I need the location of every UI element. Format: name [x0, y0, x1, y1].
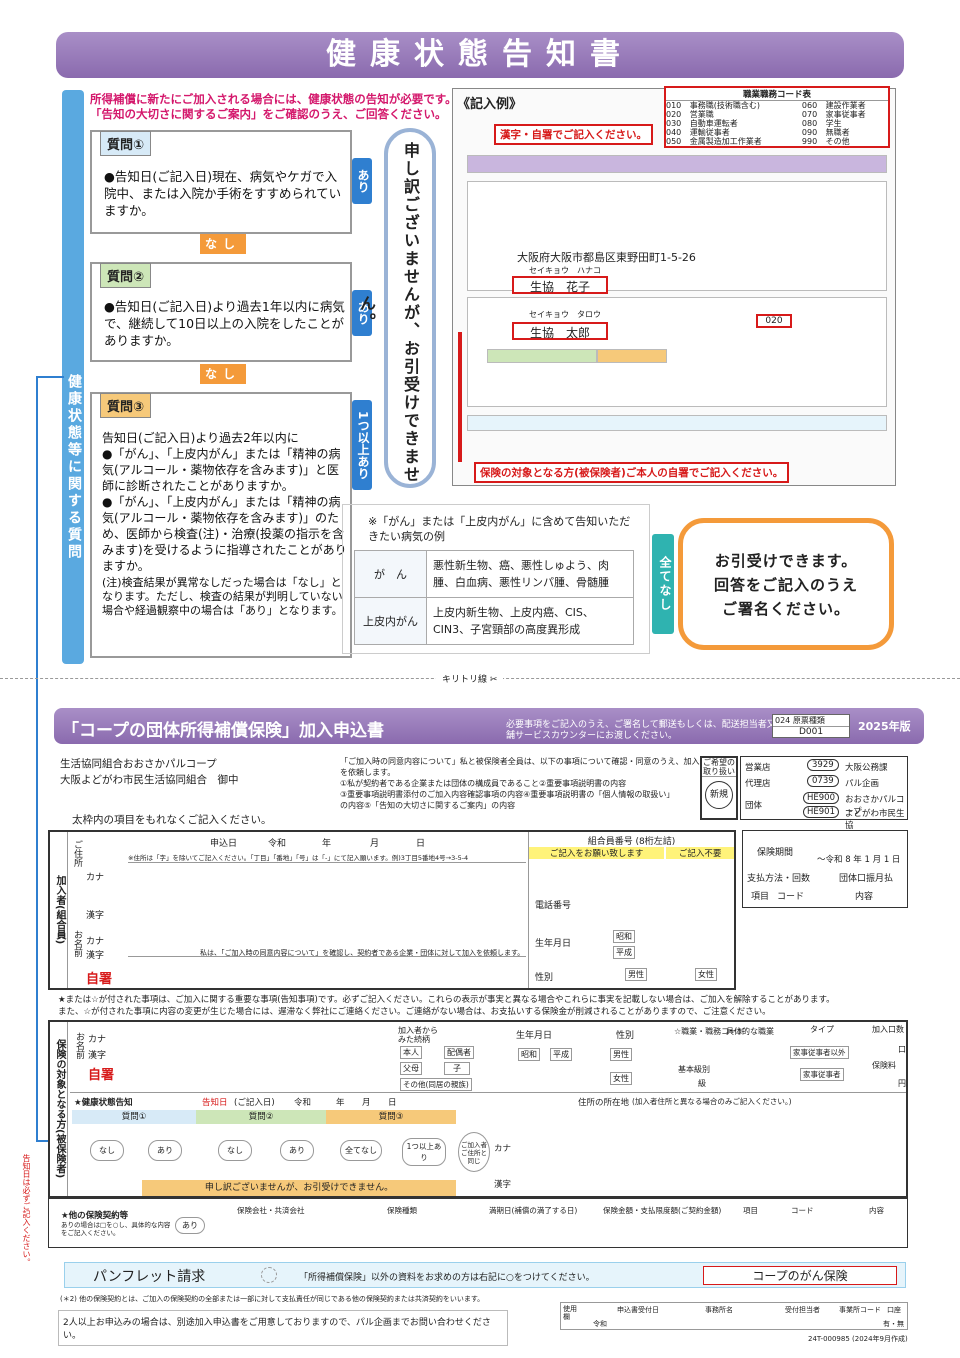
example-name-2: 生協 太郎: [512, 322, 608, 340]
name-input[interactable]: [128, 956, 526, 986]
illness-frame: [342, 504, 650, 654]
question-1-label: 質問①: [100, 131, 152, 156]
q2-ari-arrow: あり: [352, 290, 372, 336]
illness-row: が ん悪性新生物、癌、悪性しゅよう、肉腫、白血病、悪性リンパ腫、骨髄腫: [355, 551, 633, 598]
q1-ari-arrow: あり: [352, 158, 372, 204]
form-number: 24T-000985 (2024年9月作成): [808, 1335, 908, 1343]
footnote-1: (＊2) 他の保険契約とは、ご加入の保険契約の全部または一部に対して支払責任が同…: [60, 1295, 485, 1303]
q3-nashi-check[interactable]: 全てなし: [340, 1140, 382, 1161]
doc-kind-box: 024 原票種類 D001: [772, 714, 850, 738]
q1-nashi-arrow: なし: [200, 234, 246, 254]
question-3-box: 質問③ 告知日(ご記入日)より過去2年以内に ●「がん」、「上皮内がん」または「…: [90, 392, 352, 658]
example-name-1: 生協 花子: [512, 276, 608, 294]
example-label: 《記入例》: [457, 97, 523, 112]
warning-text: ★または☆が付された事項は、ご加入に関する重要な事項(告知事項)です。必ずご記入…: [58, 995, 835, 1017]
example-job-code: 020: [756, 314, 792, 328]
intro-text: 所得補償に新たにご加入される場合には、健康状態の告知が必要です。 「告知の大切さ…: [90, 92, 457, 121]
q3-ari-arrow: 1つ以上あり: [352, 400, 372, 490]
connector-line-vertical: [36, 376, 38, 1142]
accept-message: お引受けできます。 回答をご記入のうえ ご署名ください。: [678, 518, 894, 650]
example-header: [467, 155, 887, 173]
q3-ari-check[interactable]: 1つ以上あり: [402, 1138, 446, 1166]
cancer-insurance[interactable]: コープのがん保険: [703, 1266, 897, 1285]
instruction: 太枠内の項目をもれなくご記入ください。: [72, 814, 272, 826]
side-label: 健康状態等に関する質問: [62, 90, 84, 664]
q1-ari-check[interactable]: あり: [148, 1140, 182, 1161]
branch-box: 営業店 3929 大阪公務課 代理店 0739 パル企画 団体 HE900 おお…: [740, 756, 908, 831]
q2-nashi-arrow: なし: [200, 364, 246, 384]
question-2-text: ●告知日(ご記入日)より過去1年以内に病気で、継続して10日以上の入院をしたこと…: [104, 299, 345, 348]
other-ari-check[interactable]: あり: [175, 1217, 205, 1234]
insured-frame: 保険の対象となる方(被保険者) お名前 カナ 漢字 自署 加入者からみた続柄 本…: [48, 1020, 908, 1198]
office-use: 使用欄 申込書受付日 事務所名 受付担当者 事業所コード 口座 令和 有・無: [560, 1302, 908, 1330]
example-red-note-1: 漢字・自署でご記入ください。: [494, 124, 653, 145]
example-kana-1: セイキョウ ハナコ: [529, 266, 601, 275]
all-nashi-arrow: 全てなし: [652, 534, 674, 634]
decline-message: 申し訳ございませんが、お引受けできません。: [357, 128, 436, 488]
form-title: 「コープの団体所得補償保険」加入申込書: [62, 721, 384, 741]
question-2-box: 質問② ●告知日(ご記入日)より過去1年以内に病気で、継続して10日以上の入院を…: [90, 262, 352, 362]
org-names: 生活協同組合おおさかパルコープ 大阪よどがわ市民生活協同組合 御中: [60, 758, 239, 786]
example-kana-2: セイキョウ タロウ: [529, 310, 601, 319]
footnote-2: 2人以上お申込みの場合は、別途加入申込書をご用意しておりますので、パル企画までお…: [58, 1310, 508, 1346]
question-2-label: 質問②: [100, 263, 152, 288]
connector-line-end: [36, 1140, 56, 1142]
other-insurance: ★他の保険契約等 ありの場合は□を○し、具体的な内容をご記入ください。 あり 保…: [48, 1198, 908, 1248]
address-input[interactable]: [128, 862, 526, 910]
illness-row: 上皮内がん上皮内新生物、上皮内癌、CIS、CIN3、子宮頸部の高度異形成: [355, 598, 633, 644]
question-1-text: ●告知日(ご記入日)現在、病気やケガで入院中、または入院か手術をすすめられていま…: [104, 169, 342, 218]
example-red-line: [458, 332, 462, 462]
illness-note: ※「がん」または「上皮内がん」に含めて告知いただきたい病気の例: [368, 515, 631, 543]
consent-text: 「ご加入時の同意内容について」私と被保険者全員は、以下の事項について確認・同意の…: [340, 757, 700, 810]
handling-box: ご希望の取り扱い 新規: [700, 756, 738, 820]
example-q-bar: [487, 349, 597, 363]
example-red-note-2: 保険の対象となる方(被保険者)ご本人の自署でご記入ください。: [474, 462, 790, 483]
period-box: 保険期間 〜令和 8 年 1 月 1 日 支払方法・回数 団体口振月払 項目 コ…: [742, 830, 908, 908]
pamphlet-check[interactable]: [261, 1267, 277, 1283]
example-pamph: [467, 415, 887, 431]
page-title: 健康状態告知書: [56, 32, 904, 78]
new-checkbox[interactable]: 新規: [705, 781, 733, 809]
question-3-label: 質問③: [100, 393, 152, 418]
example-q-bar-3: [597, 349, 667, 363]
applicant-right: 組合員番号 (8桁左詰) ご記入をお願い致します ご記入不要 電話番号 生年月日…: [528, 832, 734, 988]
q1-nashi-check[interactable]: なし: [90, 1140, 124, 1161]
form-note: 必要事項をご記入のうえ、ご署名して郵送もしくは、配送担当者又は店舗サービスカウン…: [506, 720, 794, 741]
question-1-box: 質問① ●告知日(ご記入日)現在、病気やケガで入院中、または入院か手術をすすめら…: [90, 130, 352, 234]
example-section-1: [467, 181, 887, 291]
form-header: 「コープの団体所得補償保険」加入申込書 必要事項をご記入のうえ、ご署名して郵送も…: [54, 708, 924, 744]
form-year: 2025年版: [858, 720, 911, 733]
question-3-text: 告知日(ご記入日)より過去2年以内に ●「がん」、「上皮内がん」または「精神の病…: [102, 431, 347, 617]
example-address: 大阪府大阪市都島区東野田町1-5-26: [517, 251, 696, 264]
pamphlet-request: パンフレット請求 「所得補償保険」以外の資料をお求めの方は右記に○をつけてくださ…: [64, 1262, 906, 1288]
q2-ari-check[interactable]: あり: [280, 1140, 314, 1161]
illness-table: が ん悪性新生物、癌、悪性しゅよう、肉腫、白血病、悪性リンパ腫、骨髄腫 上皮内が…: [354, 550, 634, 645]
connector-line: [36, 376, 64, 378]
q2-nashi-check[interactable]: なし: [218, 1140, 252, 1161]
side-red-note: 告知日は必ずご記入ください。: [22, 1154, 31, 1266]
applicant-frame: 加入者(組合員) ご住所 お名前 カナ 漢字 カナ 漢字 自署 申込日 令和 年…: [48, 830, 736, 990]
cut-label: キリトリ線 ✂: [436, 672, 504, 685]
